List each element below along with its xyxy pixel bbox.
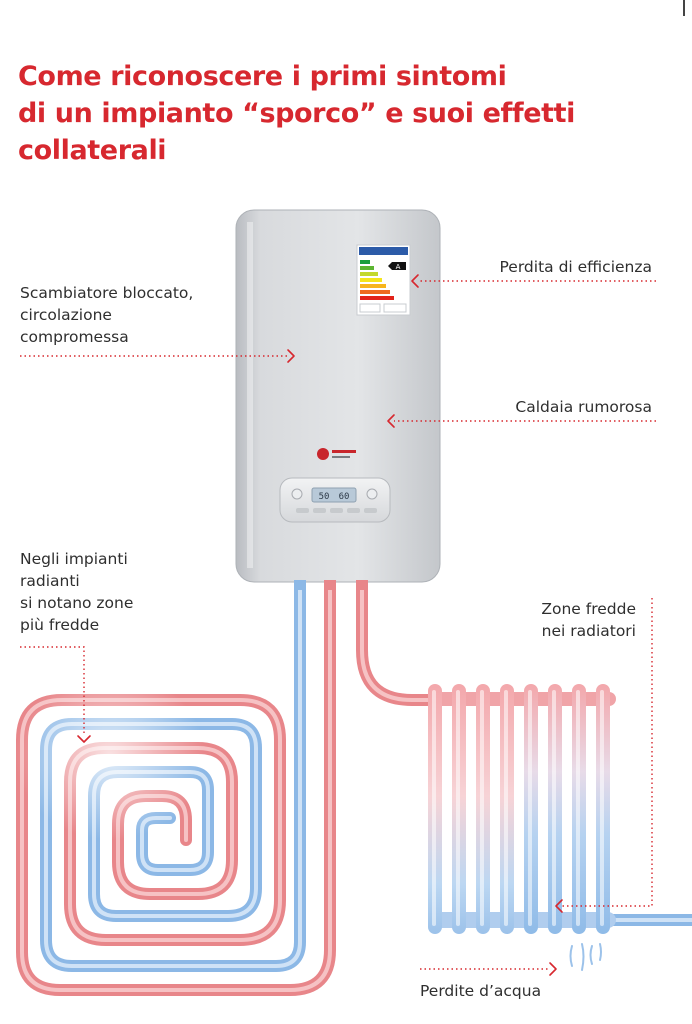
radiator-supply-pipe: [356, 588, 434, 706]
callout-scambiatore-line-1: Scambiatore bloccato,: [20, 284, 194, 302]
panel-button: [313, 508, 326, 513]
radiator-return-pipe: [610, 914, 692, 926]
arrow-scambiatore: [287, 349, 295, 363]
arrow-rumorosa: [387, 414, 395, 428]
callout-perdite-line-1: Perdite d’acqua: [420, 982, 542, 1000]
arrow-efficienza: [411, 274, 419, 288]
display-right-value: 60: [339, 492, 350, 502]
callout-scambiatore-line-3: compromessa: [20, 328, 129, 346]
control-panel: 50 60: [279, 477, 391, 523]
title-line-2: di un impianto “sporco” e suoi effetti: [18, 98, 575, 129]
callout-efficienza-line-1: Perdita di efficienza: [499, 258, 653, 276]
panel-button: [296, 508, 309, 513]
arrow-radianti: [77, 735, 91, 743]
brand-logo: [317, 448, 356, 460]
panel-button: [347, 508, 360, 513]
callout-radiatori-line-2: nei radiatori: [541, 622, 636, 640]
callout-radianti-line-3: si notano zone: [20, 594, 134, 612]
callout-radiatori-line-1: Zone fredde: [541, 600, 636, 618]
callout-efficienza: Perdita di efficienza: [500, 256, 653, 278]
right-knob: [366, 488, 378, 500]
energy-label: A: [356, 244, 411, 316]
display-left-value: 50: [319, 492, 330, 502]
arrow-perdite: [549, 962, 557, 976]
callout-rumorosa-line-1: Caldaia rumorosa: [515, 398, 652, 416]
callout-radianti: Negli impianti radianti si notano zone p…: [20, 548, 133, 636]
energy-class-letter: A: [396, 263, 401, 271]
page-title: Come riconoscere i primi sintomi di un i…: [18, 58, 638, 169]
callout-radianti-line-2: radianti: [20, 572, 80, 590]
cold-zone-haze: [15, 670, 205, 840]
floor-heating-spiral: [16, 582, 336, 996]
left-knob: [291, 488, 303, 500]
boiler-display: [311, 487, 357, 503]
title-line-3: collaterali: [18, 135, 167, 166]
water-leak-drips: [569, 943, 602, 971]
callout-scambiatore-line-2: circolazione: [20, 306, 112, 324]
leader-radianti: [20, 646, 85, 736]
callout-radianti-line-4: più fredde: [20, 616, 100, 634]
radiator: [428, 684, 616, 934]
callout-radianti-line-1: Negli impianti: [20, 550, 128, 568]
title-line-1: Come riconoscere i primi sintomi: [18, 61, 507, 92]
callout-rumorosa: Caldaia rumorosa: [515, 396, 652, 418]
panel-button: [330, 508, 343, 513]
page-corner-mark: [683, 0, 685, 16]
boiler: A 50 60: [235, 209, 441, 590]
panel-button: [364, 508, 377, 513]
callout-scambiatore: Scambiatore bloccato, circolazione compr…: [20, 282, 193, 348]
callout-radiatori: Zone fredde nei radiatori: [541, 598, 636, 642]
callout-perdite: Perdite d’acqua: [420, 980, 541, 1002]
arrow-radiatori: [555, 899, 563, 913]
